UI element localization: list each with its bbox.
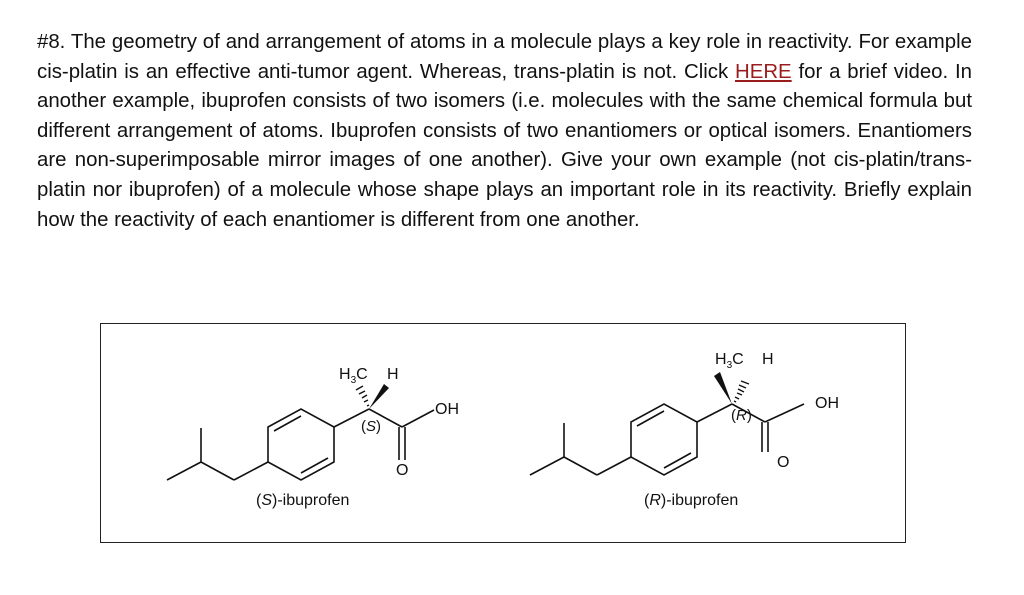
- r-hydrogen-label: H: [762, 351, 774, 368]
- question-suffix: for a brief video. In another example, i…: [37, 60, 972, 231]
- question-text: #8. The geometry of and arrangement of a…: [37, 28, 972, 235]
- s-ibuprofen-caption: (S)-ibuprofen: [256, 492, 349, 509]
- r-wedge-bond: [714, 372, 732, 404]
- s-oxygen-label: O: [396, 462, 408, 479]
- s-hydrogen-label: H: [387, 366, 399, 383]
- s-hashed-bond: [355, 385, 370, 407]
- r-stereo-label: (R): [731, 407, 752, 424]
- video-link[interactable]: HERE: [735, 60, 792, 83]
- r-ibuprofen-structure: [529, 403, 805, 476]
- r-ibuprofen-caption: (R)-ibuprofen: [644, 492, 738, 509]
- s-methyl-label: H3C: [339, 366, 368, 386]
- r-hashed-bond: [733, 380, 750, 403]
- r-methyl-label: H3C: [715, 351, 744, 371]
- r-hydroxyl-label: OH: [815, 395, 839, 412]
- question-prefix: #8. The geometry of and arrangement of a…: [37, 31, 972, 83]
- s-ibuprofen-structure: [166, 408, 435, 481]
- ibuprofen-figure: H3C H (S) OH O (S)-ibuprofen: [100, 323, 906, 543]
- s-hydroxyl-label: OH: [435, 401, 459, 418]
- s-wedge-bond: [369, 384, 389, 409]
- s-stereo-label: (S): [361, 418, 381, 435]
- enantiomer-drawing: H3C H (S) OH O (S)-ibuprofen: [166, 351, 839, 509]
- r-oxygen-label: O: [777, 454, 789, 471]
